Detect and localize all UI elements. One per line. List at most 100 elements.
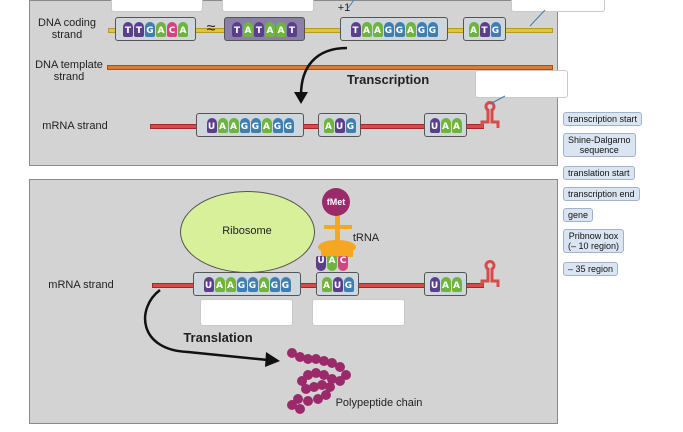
nucleotide-t: T xyxy=(350,21,361,37)
dna-coding-strand-label: DNA coding strand xyxy=(37,17,97,41)
nucleotide-a: A xyxy=(225,276,236,292)
fmet-label: fMet xyxy=(326,197,346,207)
nucleotide-a: A xyxy=(323,117,334,133)
nucleotide-g: G xyxy=(416,21,427,37)
nucleotide-a: A xyxy=(440,276,451,292)
ribosome xyxy=(180,191,315,273)
nucleotide-g: G xyxy=(269,276,280,292)
nucleotide-a: A xyxy=(372,21,383,37)
polypeptide-label: Polypeptide chain xyxy=(335,397,423,409)
drop-zone-2[interactable] xyxy=(222,0,314,12)
nucleotide-u: U xyxy=(316,256,326,271)
nucleotide-a: A xyxy=(156,21,166,37)
answer-tag[interactable]: gene xyxy=(563,208,594,222)
nucleotide-c: C xyxy=(338,256,348,271)
drop-zone-4[interactable] xyxy=(475,70,568,98)
nucleotide-a: A xyxy=(468,21,479,37)
answer-tag[interactable]: Shine-Dalgarno sequence xyxy=(563,133,636,157)
nucleotide-g: G xyxy=(283,117,294,133)
terminator-hairpin-top xyxy=(480,101,500,128)
answer-tag[interactable]: transcription start xyxy=(563,112,643,126)
polypeptide-chain xyxy=(287,348,351,414)
nucleotide-t: T xyxy=(479,21,490,37)
nucleotide-g: G xyxy=(280,276,291,292)
nucleotide-a: A xyxy=(405,21,416,37)
nucleotide-u: U xyxy=(429,117,440,133)
nucleotide-c: C xyxy=(167,21,177,37)
nucleotide-a: A xyxy=(214,276,225,292)
dna-template-strand-label: DNA template strand xyxy=(35,59,103,83)
nucleotide-a: A xyxy=(327,256,337,271)
drop-zone-1[interactable] xyxy=(111,0,203,12)
nucleotide-g: G xyxy=(250,117,261,133)
nucleotide-a: A xyxy=(361,21,372,37)
nucleotide-g: G xyxy=(343,276,354,292)
drop-zone-6[interactable] xyxy=(312,299,405,326)
nucleotide-t: T xyxy=(134,21,144,37)
nucleotide-a: A xyxy=(265,21,275,37)
nucleotide-g: G xyxy=(490,21,501,37)
nucleotide-a: A xyxy=(451,117,462,133)
nucleotide-u: U xyxy=(429,276,440,292)
answer-tag[interactable]: – 35 region xyxy=(563,262,619,276)
nucleotide-u: U xyxy=(203,276,214,292)
answer-tag[interactable]: translation start xyxy=(563,166,635,180)
dna-template-strand xyxy=(107,65,553,70)
nucleotide-u: U xyxy=(334,117,345,133)
nucleotide-t: T xyxy=(123,21,133,37)
mrna-strand-label-bottom: mRNA strand xyxy=(48,279,114,291)
translation-label: Translation xyxy=(183,330,253,345)
strand-break-mark: ≈ xyxy=(206,20,216,37)
nucleotide-a: A xyxy=(217,117,228,133)
nucleotide-a: A xyxy=(276,21,286,37)
nucleotide-a: A xyxy=(243,21,253,37)
trna-molecule xyxy=(318,215,356,257)
nucleotide-g: G xyxy=(145,21,155,37)
nucleotide-t: T xyxy=(254,21,264,37)
nucleotide-t: T xyxy=(232,21,242,37)
nucleotide-a: A xyxy=(261,117,272,133)
trna-label: tRNA xyxy=(352,232,380,244)
answer-tag[interactable]: Pribnow box (– 10 region) xyxy=(563,229,625,253)
nucleotide-g: G xyxy=(427,21,438,37)
nucleotide-g: G xyxy=(272,117,283,133)
nucleotide-a: A xyxy=(321,276,332,292)
nucleotide-t: T xyxy=(287,21,297,37)
transcription-arrow xyxy=(294,46,348,104)
nucleotide-g: G xyxy=(239,117,250,133)
nucleotide-g: G xyxy=(394,21,405,37)
drop-zone-3[interactable] xyxy=(511,0,605,12)
nucleotide-u: U xyxy=(206,117,217,133)
nucleotide-a: A xyxy=(228,117,239,133)
dna-coding-strand xyxy=(108,28,553,33)
mrna-strand-label-top: mRNA strand xyxy=(42,120,108,132)
terminator-hairpin-bottom xyxy=(480,260,500,287)
nucleotide-a: A xyxy=(258,276,269,292)
nucleotide-g: G xyxy=(345,117,356,133)
nucleotide-g: G xyxy=(247,276,258,292)
nucleotide-a: A xyxy=(178,21,188,37)
translation-arrow xyxy=(143,289,280,367)
nucleotide-a: A xyxy=(440,117,451,133)
answer-tag[interactable]: transcription end xyxy=(563,187,640,201)
fmet-circle: fMet xyxy=(322,188,350,216)
nucleotide-a: A xyxy=(451,276,462,292)
drop-zone-5[interactable] xyxy=(200,299,293,326)
ribosome-label: Ribosome xyxy=(222,225,272,237)
leader-lines-top xyxy=(347,0,546,105)
nucleotide-g: G xyxy=(236,276,247,292)
transcription-label: Transcription xyxy=(346,72,430,87)
nucleotide-u: U xyxy=(332,276,343,292)
nucleotide-g: G xyxy=(383,21,394,37)
